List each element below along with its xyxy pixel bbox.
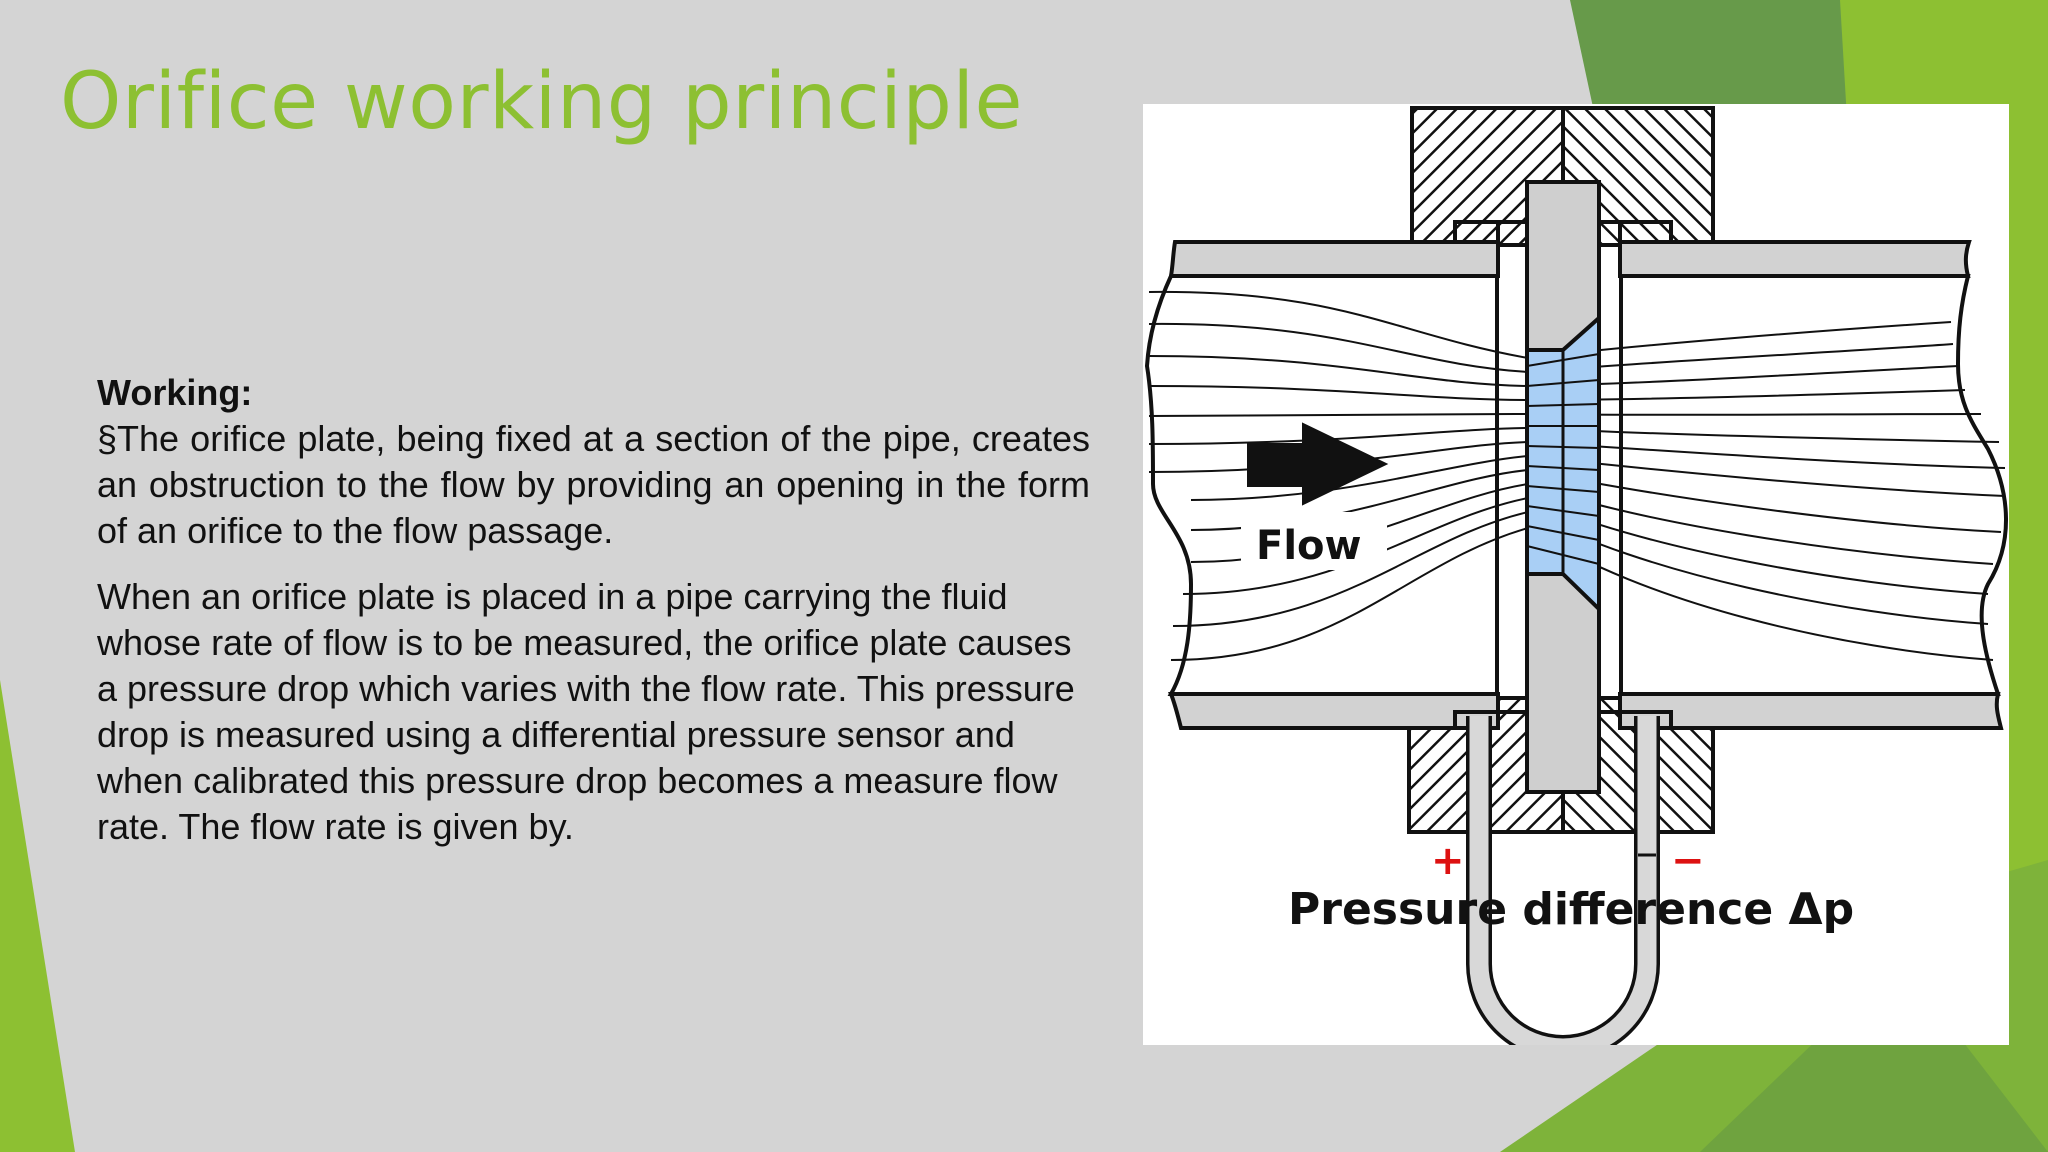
working-paragraph-1: §The orifice plate, being fixed at a sec… (97, 418, 1090, 551)
working-text: Working: §The orifice plate, being fixed… (97, 370, 1090, 850)
slide-title: Orifice working principle (60, 57, 1024, 147)
orifice-diagram: Flow + − Pressure difference Δp (1143, 104, 2009, 1045)
manometer-tube-inner (1469, 716, 1657, 1045)
flow-arrow-icon (1247, 422, 1389, 506)
minus-sign: − (1671, 838, 1705, 884)
orifice-plate-lower (1525, 568, 1601, 794)
working-paragraph-2: When an orifice plate is placed in a pip… (97, 576, 1075, 847)
pipe-left-wall-bottom (1168, 692, 1500, 730)
working-heading: Working: (97, 372, 253, 413)
pipe-right-interior (1619, 274, 2008, 696)
pipe-right-wall-bottom (1618, 692, 2004, 730)
orifice-diagram-svg: Flow + − Pressure difference Δp (1144, 106, 2008, 1045)
flow-label-backdrop (1241, 512, 1387, 570)
pipe-left-wall-top (1168, 240, 1500, 278)
plus-sign: + (1431, 838, 1465, 884)
decor-green-left (0, 680, 75, 1152)
flow-label: Flow (1256, 523, 1361, 569)
pressure-difference-label: Pressure difference Δp (1288, 884, 1854, 935)
decor-dark-green-bottom (1700, 960, 2048, 1152)
pipe-right-wall-top (1618, 240, 1972, 278)
orifice-streamlines (1526, 353, 1600, 565)
